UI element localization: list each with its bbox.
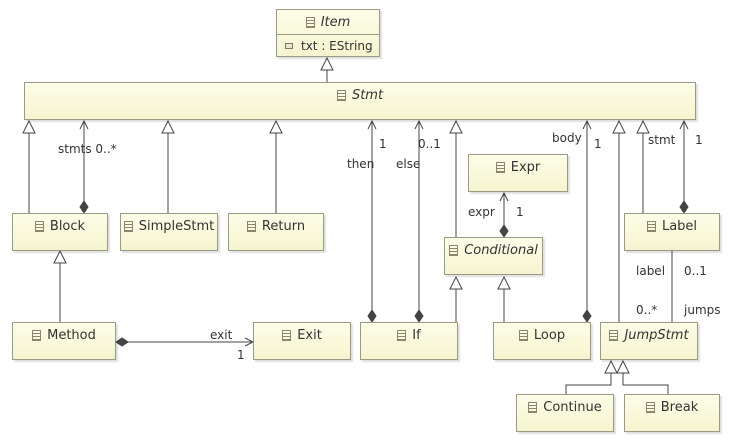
open-arrow-icon bbox=[79, 119, 89, 130]
class-name: Stmt bbox=[351, 87, 384, 103]
jumps-role-label: jumps bbox=[684, 303, 721, 317]
class-block[interactable]: Block bbox=[12, 213, 108, 251]
class-icon bbox=[528, 401, 538, 413]
composition-diamond-icon bbox=[582, 309, 592, 323]
class-icon bbox=[495, 161, 505, 173]
class-break[interactable]: Break bbox=[624, 394, 720, 432]
generalization-arrow-icon bbox=[161, 119, 175, 134]
class-icon bbox=[646, 220, 656, 232]
class-name: Return bbox=[261, 218, 306, 234]
composition-diamond-icon bbox=[499, 224, 509, 238]
then-role-label: then bbox=[347, 157, 375, 171]
class-name: Method bbox=[47, 327, 96, 343]
open-arrow-icon bbox=[679, 119, 689, 130]
generalization-arrow-icon bbox=[269, 119, 283, 134]
class-icon bbox=[397, 329, 407, 341]
class-name: Conditional bbox=[464, 242, 538, 258]
class-name: Continue bbox=[543, 399, 602, 415]
class-icon bbox=[336, 89, 346, 101]
class-name: Break bbox=[660, 399, 699, 415]
compartment-divider bbox=[277, 34, 379, 35]
class-name: Exit bbox=[297, 327, 322, 343]
attribute-label: txt : EString bbox=[301, 39, 373, 53]
class-loop[interactable]: Loop bbox=[493, 322, 591, 360]
generalization-arrow-icon bbox=[449, 119, 463, 134]
class-name: Expr bbox=[510, 159, 541, 175]
else-multiplicity-label: 0..1 bbox=[418, 137, 441, 151]
open-arrow-icon bbox=[499, 191, 509, 202]
attribute-row[interactable]: txt : EString bbox=[285, 39, 373, 53]
class-name: Item bbox=[320, 14, 351, 30]
composition-diamond-icon bbox=[367, 309, 377, 323]
then-multiplicity-label: 1 bbox=[379, 137, 387, 151]
label-role-label: label bbox=[636, 264, 666, 278]
class-return[interactable]: Return bbox=[228, 213, 324, 251]
expr-role-label: expr bbox=[468, 205, 495, 219]
generalization-arrow-icon bbox=[449, 275, 463, 290]
exit-multiplicity-label: 1 bbox=[237, 348, 245, 362]
class-icon bbox=[305, 16, 315, 28]
class-method[interactable]: Method bbox=[12, 322, 116, 360]
class-icon bbox=[282, 329, 292, 341]
jumps-multiplicity-label: 0..* bbox=[636, 303, 658, 317]
class-continue[interactable]: Continue bbox=[516, 394, 614, 432]
attribute-icon bbox=[285, 43, 293, 49]
class-name: If bbox=[412, 327, 421, 343]
class-icon bbox=[32, 329, 42, 341]
generalization-arrow-icon bbox=[612, 119, 626, 134]
class-name: JumpStmt bbox=[624, 327, 689, 343]
generalization-arrow-icon bbox=[497, 275, 511, 290]
class-icon bbox=[449, 244, 459, 256]
class-name: Label bbox=[661, 218, 698, 234]
class-simplestmt[interactable]: SimpleStmt bbox=[120, 213, 218, 251]
body-multiplicity-label: 1 bbox=[594, 137, 602, 151]
label-multiplicity-label: 0..1 bbox=[684, 264, 707, 278]
class-name: SimpleStmt bbox=[138, 218, 215, 234]
break-jumpstmt-generalization-line bbox=[622, 373, 669, 394]
class-name: Block bbox=[49, 218, 86, 234]
class-if[interactable]: If bbox=[360, 322, 458, 360]
generalization-arrow-icon bbox=[53, 249, 67, 264]
generalization-arrow-icon bbox=[616, 359, 630, 374]
class-icon bbox=[34, 220, 44, 232]
class-exit[interactable]: Exit bbox=[253, 322, 351, 360]
exit-role-label: exit bbox=[210, 328, 233, 342]
generalization-arrow-icon bbox=[604, 359, 618, 374]
class-icon bbox=[518, 329, 528, 341]
class-stmt[interactable]: Stmt bbox=[24, 82, 696, 120]
class-label[interactable]: Label bbox=[624, 213, 720, 251]
body-role-label: body bbox=[552, 131, 582, 145]
class-name: Loop bbox=[533, 327, 566, 343]
class-icon bbox=[246, 220, 256, 232]
open-arrow-icon bbox=[582, 119, 592, 130]
class-expr[interactable]: Expr bbox=[468, 154, 568, 192]
class-icon bbox=[609, 329, 619, 341]
generalization-arrow-icon bbox=[636, 119, 650, 134]
stmts-role-label: stmts 0..* bbox=[58, 142, 117, 156]
composition-diamond-icon bbox=[79, 200, 89, 214]
composition-diamond-icon bbox=[414, 309, 424, 323]
class-conditional[interactable]: Conditional bbox=[444, 237, 543, 275]
open-arrow-icon bbox=[414, 119, 424, 130]
class-item[interactable]: Item txt : EString bbox=[276, 9, 380, 57]
stmt-role-label: stmt bbox=[648, 133, 676, 147]
class-icon bbox=[645, 401, 655, 413]
continue-jumpstmt-generalization-line bbox=[565, 373, 612, 394]
stmt-multiplicity-label: 1 bbox=[695, 133, 703, 147]
composition-diamond-icon bbox=[115, 337, 129, 347]
composition-diamond-icon bbox=[679, 200, 689, 214]
generalization-arrow-icon bbox=[320, 56, 334, 71]
generalization-arrow-icon bbox=[22, 119, 36, 134]
class-icon bbox=[123, 220, 133, 232]
open-arrow-icon bbox=[367, 119, 377, 130]
else-role-label: else bbox=[396, 157, 421, 171]
class-jumpstmt[interactable]: JumpStmt bbox=[600, 322, 698, 360]
expr-multiplicity-label: 1 bbox=[516, 205, 524, 219]
